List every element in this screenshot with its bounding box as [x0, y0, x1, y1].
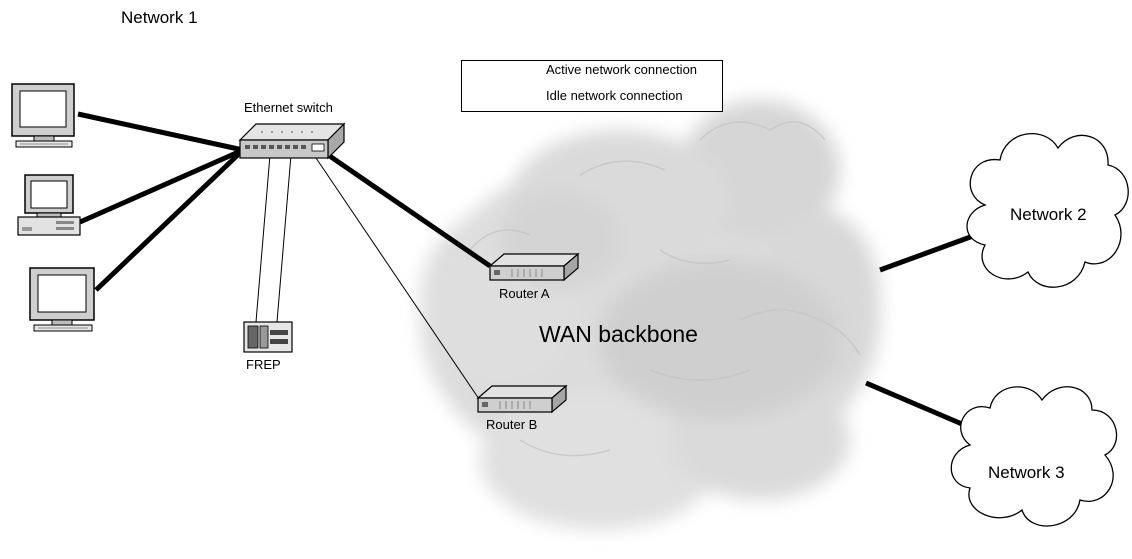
router-b-label: Router B: [486, 417, 538, 432]
active-link-wan-network3: [865, 380, 977, 433]
cloud-icon: [966, 132, 1129, 288]
idle-link-switch-router-b: [313, 154, 480, 400]
legend: [461, 60, 723, 112]
idle-link-switch-frep-b: [276, 154, 292, 323]
router-icon: [476, 384, 568, 414]
frep-label: FREP: [246, 357, 281, 372]
router-icon: [488, 252, 580, 282]
network-2-label: Network 2: [1010, 205, 1087, 224]
active-link-pc3-switch: [94, 148, 245, 292]
desktop-pc-icon: [17, 174, 81, 236]
active-link-switch-router-a: [316, 145, 492, 269]
desktop-monitor-icon: [29, 267, 95, 332]
router-a-label: Router A: [499, 286, 550, 301]
active-link-wan-network2: [879, 229, 985, 273]
wan-backbone-cloud: [420, 100, 880, 530]
ethernet-switch-icon: [238, 122, 346, 160]
frep-device-icon: [243, 321, 293, 353]
diagram-title: Network 1: [121, 8, 198, 27]
cloud-icon: [950, 386, 1118, 527]
network-3-label: Network 3: [988, 463, 1065, 482]
legend-idle-label: Idle network connection: [546, 88, 683, 103]
ethernet-switch-label: Ethernet switch: [244, 100, 333, 115]
active-link-pc2-switch: [78, 147, 245, 225]
legend-active-label: Active network connection: [546, 62, 698, 77]
desktop-monitor-icon: [11, 83, 75, 148]
idle-link-switch-frep-a: [255, 154, 271, 323]
wan-backbone-label: WAN backbone: [539, 321, 698, 347]
active-link-pc1-switch: [77, 111, 244, 153]
connections: [77, 111, 985, 433]
